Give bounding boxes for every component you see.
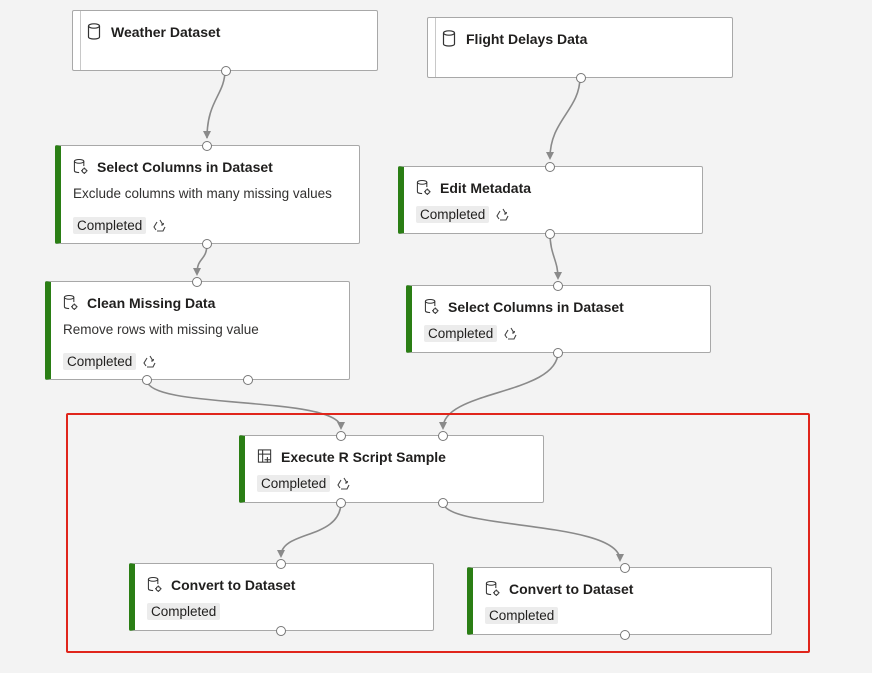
node-title: Select Columns in Dataset [97,159,273,175]
output-port[interactable] [438,498,448,508]
dataset-gear-icon [424,298,440,316]
output-port[interactable] [276,626,286,636]
status-badge: Completed [416,206,490,223]
node-description: Remove rows with missing value [63,322,259,337]
node-clean-missing-data[interactable]: Clean Missing Data Remove rows with miss… [45,277,350,385]
edge-select2-to-execute [442,351,559,429]
node-title: Execute R Script Sample [281,449,446,465]
output-port[interactable] [221,66,231,76]
input-port[interactable] [620,563,630,573]
node-title: Select Columns in Dataset [448,299,624,315]
arrowhead [546,152,554,160]
node-title: Clean Missing Data [87,295,216,311]
node-weather-dataset[interactable]: Weather Dataset [72,10,378,76]
arrowhead [277,550,285,558]
arrowhead [439,422,447,430]
output-port[interactable] [243,375,253,385]
edge-flight-to-edit [549,76,581,159]
node-title: Flight Delays Data [466,31,588,47]
input-port[interactable] [276,559,286,569]
output-port[interactable] [620,630,630,640]
node-title: Edit Metadata [440,180,532,196]
status-badge: Completed [257,475,331,492]
reuse-icon [503,326,519,342]
input-port[interactable] [438,431,448,441]
status-badge: Completed [147,603,221,620]
dataset-gear-icon [63,294,79,312]
output-port[interactable] [336,498,346,508]
edge-execute-to-convert1 [280,501,342,557]
node-description: Exclude columns with many missing values [73,186,332,201]
node-edit-metadata[interactable]: Edit Metadata Completed [398,162,703,239]
node-convert-to-dataset-2[interactable]: Convert to Dataset Completed [467,563,772,640]
arrowhead [203,131,211,139]
dataset-gear-icon [147,576,163,594]
dataset-gear-icon [485,580,501,598]
output-port[interactable] [576,73,586,83]
edge-edit-to-select2 [549,232,559,279]
node-title: Weather Dataset [111,24,221,40]
edge-execute-to-convert2 [442,501,621,561]
output-port[interactable] [142,375,152,385]
input-port[interactable] [336,431,346,441]
dataset-gear-icon [416,179,432,197]
status-badge: Completed [485,607,559,624]
reuse-icon [336,476,352,492]
dataset-cylinder-icon [442,30,458,48]
arrowhead [193,268,201,276]
input-port[interactable] [553,281,563,291]
status-badge: Completed [424,325,498,342]
status-badge: Completed [63,353,137,370]
selection-highlight [66,413,810,653]
dataset-gear-icon [73,158,89,176]
reuse-icon [152,218,168,234]
node-select-columns-1[interactable]: Select Columns in Dataset Exclude column… [55,141,360,249]
node-select-columns-2[interactable]: Select Columns in Dataset Completed [406,281,711,358]
status-badge: Completed [73,217,147,234]
reuse-icon [495,207,511,223]
arrowhead [337,422,345,430]
input-port[interactable] [202,141,212,151]
arrowhead [554,272,562,280]
output-port[interactable] [545,229,555,239]
reuse-icon [142,354,158,370]
edge-clean-to-execute [146,379,342,429]
output-port[interactable] [202,239,212,249]
node-title: Convert to Dataset [171,577,296,593]
arrowhead [616,554,624,562]
input-port[interactable] [192,277,202,287]
output-port[interactable] [553,348,563,358]
dataset-cylinder-icon [87,23,103,41]
node-convert-to-dataset-1[interactable]: Convert to Dataset Completed [129,559,434,636]
input-port[interactable] [545,162,555,172]
node-execute-r-script[interactable]: Execute R Script Sample Completed [239,431,544,508]
edge-weather-to-select [206,69,226,139]
node-title: Convert to Dataset [509,581,634,597]
script-grid-icon [257,448,273,466]
node-flight-delays-data[interactable]: Flight Delays Data [427,17,733,83]
